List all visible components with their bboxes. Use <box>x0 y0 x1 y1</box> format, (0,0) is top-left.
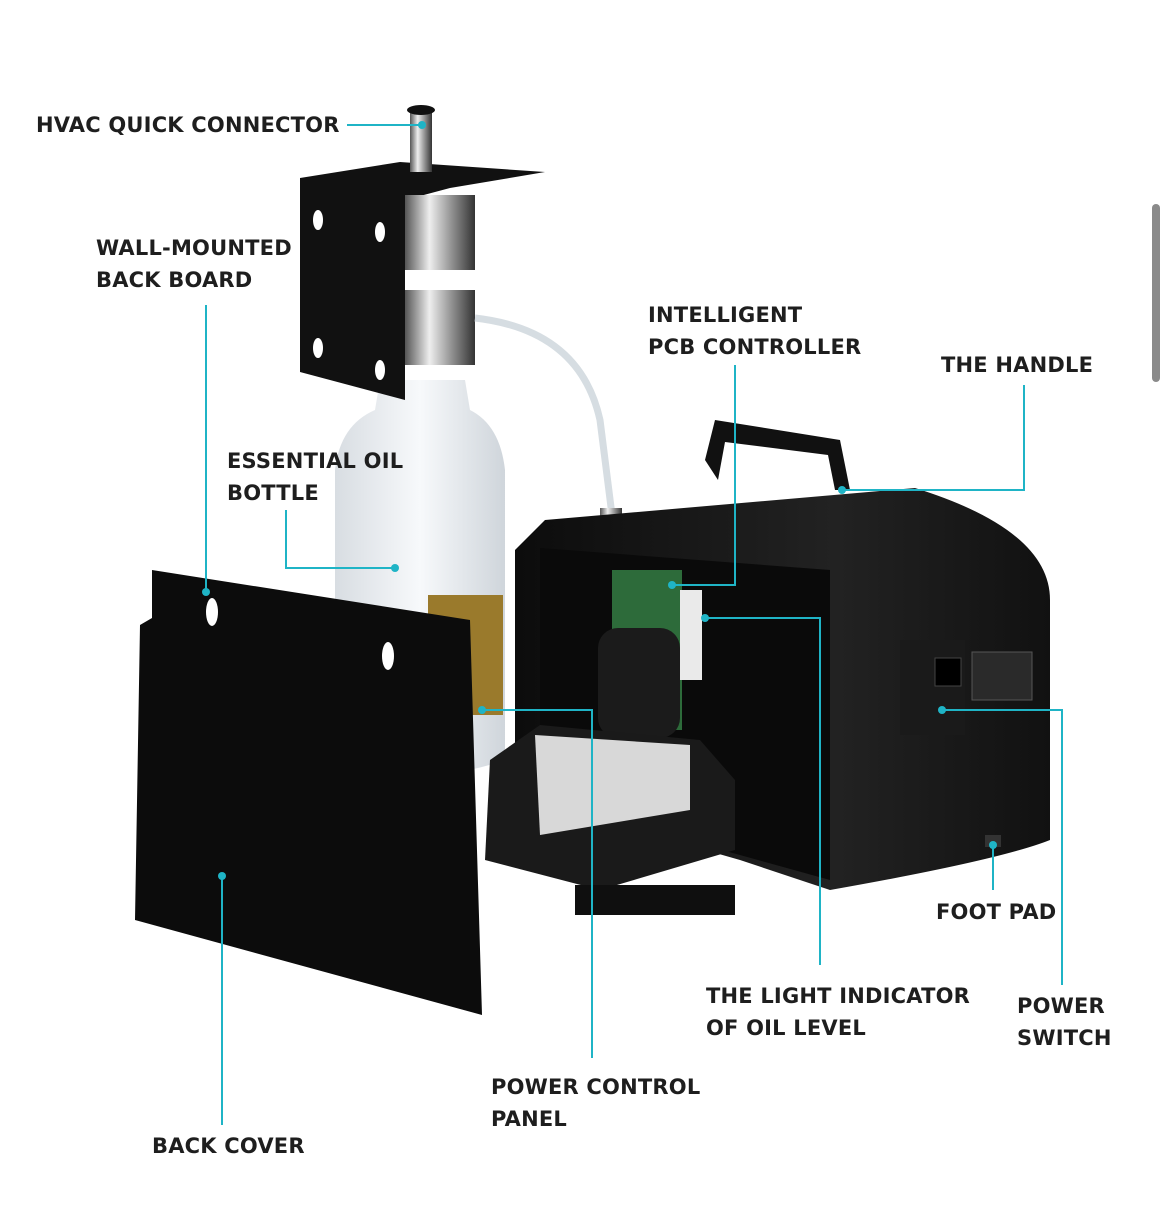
label-power-switch: POWER SWITCH <box>1017 990 1112 1054</box>
label-line: PCB CONTROLLER <box>648 335 862 359</box>
label-foot-pad: FOOT PAD <box>936 900 1057 924</box>
label-power-control-panel: POWER CONTROL PANEL <box>491 1071 700 1135</box>
label-line: SWITCH <box>1017 1026 1112 1050</box>
label-line: ESSENTIAL OIL <box>227 449 404 473</box>
scrollbar[interactable] <box>1152 204 1160 382</box>
label-line: POWER CONTROL <box>491 1075 701 1099</box>
hvac-quick-connector <box>405 105 622 543</box>
label-line: WALL-MOUNTED <box>96 236 292 260</box>
callout-dots <box>202 121 997 880</box>
label-hvac-quick-connector: HVAC QUICK CONNECTOR <box>36 113 340 137</box>
label-line: INTELLIGENT <box>648 303 803 327</box>
wall-mounted-back-board <box>300 162 545 400</box>
label-line: OF OIL LEVEL <box>706 1016 866 1040</box>
back-cover <box>135 570 482 1015</box>
label-line: BOTTLE <box>227 481 319 505</box>
label-essential-oil-bottle: ESSENTIAL OIL BOTTLE <box>227 445 403 509</box>
label-pcb-controller: INTELLIGENT PCB CONTROLLER <box>648 299 861 363</box>
label-line: BACK BOARD <box>96 268 253 292</box>
label-light-indicator: THE LIGHT INDICATOR OF OIL LEVEL <box>706 980 970 1044</box>
pump-assembly <box>485 628 735 915</box>
label-back-cover: BACK COVER <box>152 1134 305 1158</box>
label-line: THE LIGHT INDICATOR <box>706 984 971 1008</box>
label-handle: THE HANDLE <box>941 353 1094 377</box>
label-line: PANEL <box>491 1107 568 1131</box>
callout-lines <box>205 124 1063 1125</box>
label-line: POWER <box>1017 994 1105 1018</box>
label-wall-mounted-back-board: WALL-MOUNTED BACK BOARD <box>96 232 292 296</box>
